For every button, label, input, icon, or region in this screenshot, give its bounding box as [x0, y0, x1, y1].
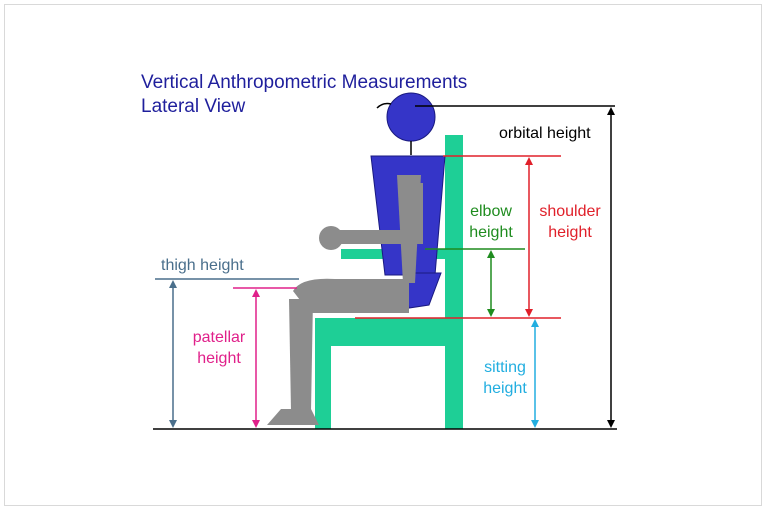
lower-leg [289, 299, 313, 411]
shoulder-height-measure [355, 155, 561, 319]
orbital-height-measure [415, 105, 615, 428]
title-line-2: Lateral View [141, 96, 246, 117]
thigh-height-label: thigh height [161, 257, 244, 274]
diagram-frame: Vertical Anthropometric Measurements Lat… [4, 4, 762, 506]
anthropometric-diagram [153, 92, 617, 430]
orbital-height-label: orbital height [499, 125, 591, 142]
hand [319, 226, 343, 250]
head [386, 92, 436, 142]
chair-front-leg [315, 318, 331, 429]
elbow-height-measure [425, 248, 525, 317]
chair-seat [315, 318, 463, 346]
chair-backrest [445, 135, 463, 429]
forearm [333, 230, 423, 244]
thigh [293, 278, 409, 313]
thigh-height-measure [155, 278, 299, 428]
eye-mark [376, 102, 392, 109]
patellar-height-measure [233, 287, 297, 428]
seated-figure [267, 92, 446, 425]
foot [267, 409, 319, 425]
upper-arm [403, 183, 423, 239]
title-line-1: Vertical Anthropometric Measurements [141, 72, 468, 93]
diagram-title: Vertical Anthropometric Measurements Lat… [141, 71, 467, 119]
